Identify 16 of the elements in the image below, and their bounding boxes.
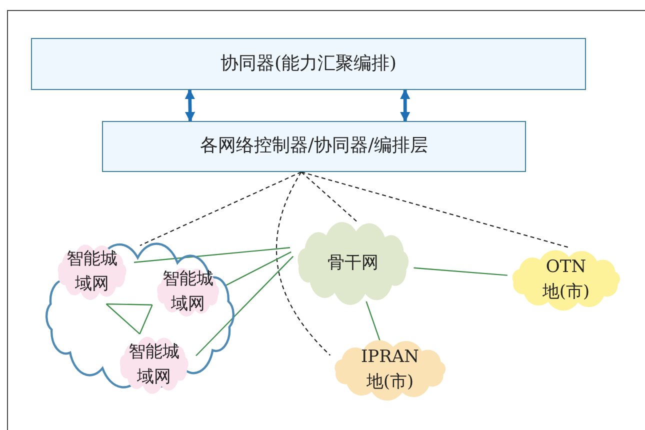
link-line [106, 303, 152, 306]
link-line [134, 247, 290, 263]
link-line [196, 256, 294, 356]
layer-box: 各网络控制器/协同器/编排层 [102, 121, 526, 172]
dashed-line [140, 172, 302, 246]
dashed-line [276, 172, 331, 356]
dashed-line [301, 171, 570, 248]
double-arrow [400, 88, 410, 122]
link-line [106, 304, 140, 334]
link-line [414, 267, 508, 276]
link-line [366, 301, 381, 342]
dashed-line [300, 172, 358, 222]
double-arrow [184, 88, 196, 122]
link-line [139, 304, 153, 334]
link-line [226, 251, 292, 286]
layer-box: 协同器(能力汇聚编排) [31, 38, 586, 90]
